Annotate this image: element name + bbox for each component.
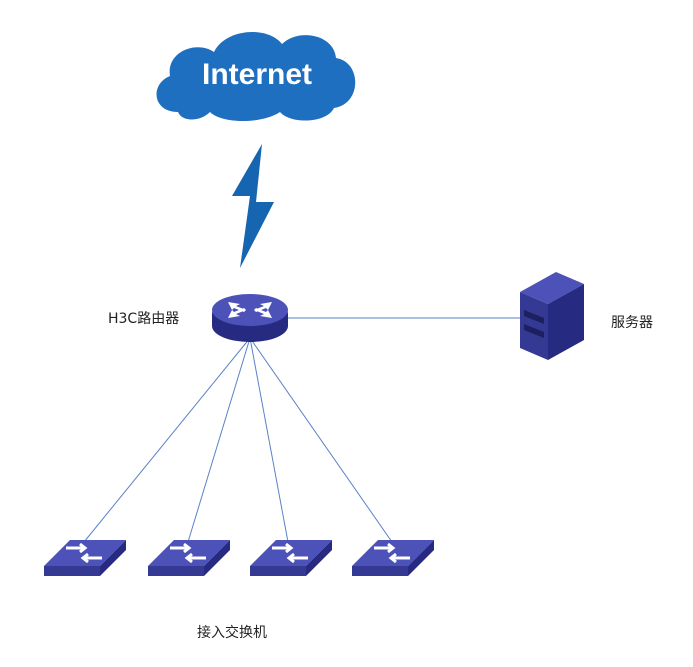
link-router-switch-2	[187, 337, 251, 543]
switch-icon	[352, 540, 434, 576]
connection-lines	[83, 317, 520, 543]
switch-icon	[250, 540, 332, 576]
cloud-icon: Internet	[156, 32, 356, 121]
switch-icon	[44, 540, 126, 576]
switch-icon	[148, 540, 230, 576]
link-router-switch-1	[83, 337, 251, 543]
server-icon	[520, 272, 584, 360]
lightning-icon	[232, 144, 274, 268]
server-label: 服务器	[611, 315, 653, 331]
link-router-switch-3	[249, 337, 289, 543]
link-router-switch-4	[249, 337, 393, 543]
switch-group	[44, 540, 434, 576]
router-label: H3C路由器	[108, 311, 180, 327]
switch-label: 接入交换机	[197, 625, 267, 641]
cloud-label: Internet	[202, 58, 312, 91]
router-icon	[212, 294, 288, 342]
